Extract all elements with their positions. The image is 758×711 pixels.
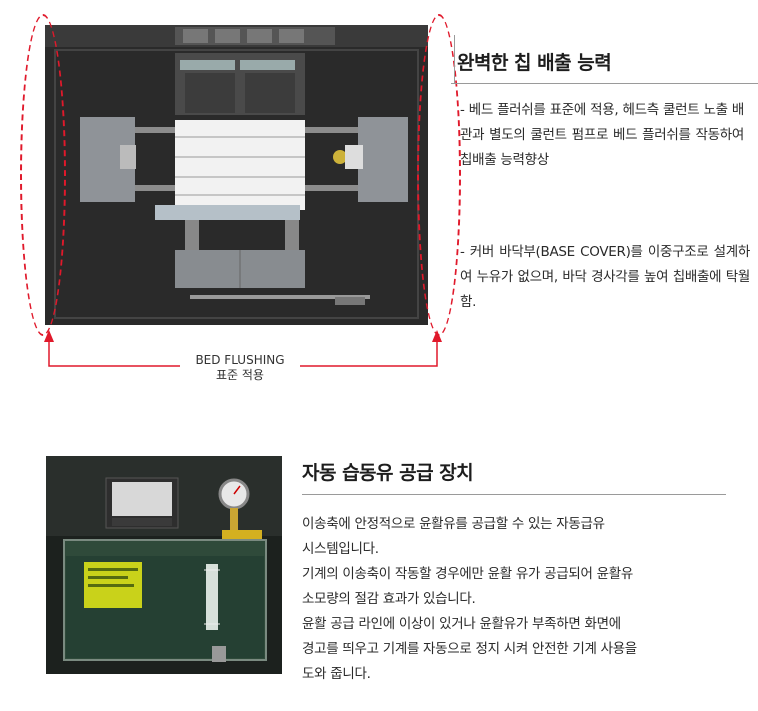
lube-line: 경고를 띄우고 기계를 자동으로 정지 시켜 안전한 기계 사용을 [302,641,637,657]
chip-heading-rule [451,83,758,84]
lube-line: 소모량의 절감 효과가 있습니다. [302,591,476,607]
lube-line: 기계의 이송축이 작동할 경우에만 윤활 유가 공급되어 윤활유 [302,566,633,582]
lube-description: 이송축에 안정적으로 윤활유를 공급할 수 있는 자동급유 시스템입니다. 기계… [302,512,732,687]
lube-line: 이송축에 안정적으로 윤활유를 공급할 수 있는 자동급유 [302,516,605,532]
chip-paragraph-1: - 베드 플러쉬를 표준에 적용, 헤드측 쿨런트 노출 배관과 별도의 쿨런트… [460,102,744,168]
lube-line: 윤활 공급 라인에 이상이 있거나 윤활유가 부족하면 화면에 [302,616,621,632]
chip-paragraph-2: - 커버 바닥부(BASE COVER)를 이중구조로 설계하여 누유가 없으며… [460,244,750,310]
lube-section-heading: 자동 습동유 공급 장치 [302,462,474,484]
lubricator-unit-image [46,456,282,674]
left-highlight-ellipse [20,14,66,336]
callout-line-1: BED FLUSHING [195,353,285,367]
callout-line-2: 표준 적용 [216,368,264,382]
lube-heading-rule [302,494,726,495]
lube-line: 시스템입니다. [302,541,379,557]
heading-accent-line [454,35,455,83]
lube-line: 도와 줍니다. [302,666,371,682]
bed-flushing-callout: BED FLUSHING 표준 적용 [180,353,300,383]
chip-section-heading: 완벽한 칩 배출 능력 [457,52,612,74]
machine-top-view-image [45,25,428,325]
